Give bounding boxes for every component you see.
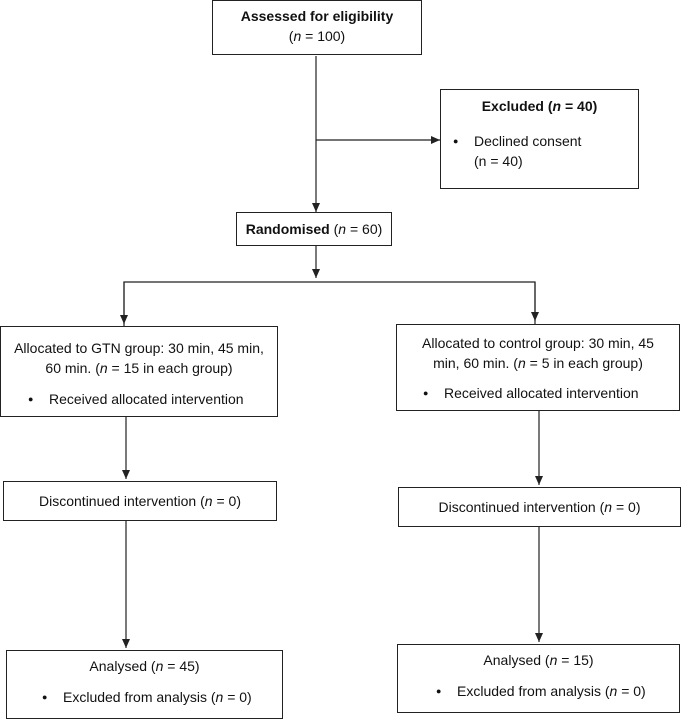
excluded-title: Excluded (n = 40) [481,98,598,114]
gtn-discontinued-label: Discontinued intervention (n = 0) [39,493,241,509]
randomised-box: Randomised (n = 60) [236,212,392,246]
control-excluded-from-analysis-bullet: Excluded from analysis (n = 0) [436,681,646,701]
gtn-allocation-line-1: Allocated to GTN group: 30 min, 45 min, [14,340,264,356]
assessed-title: Assessed for eligibility [240,8,394,24]
split-branch-line [123,281,536,326]
gtn-discontinued-box: Discontinued intervention (n = 0) [3,481,277,521]
control-analysed-label: Analysed (n = 15) [483,652,594,668]
excluded-box: Excluded (n = 40) Declined consent (n = … [440,89,639,189]
excluded-bullet: Declined consent (n = 40) [453,131,581,171]
gtn-analysed-label: Analysed (n = 45) [89,658,200,674]
control-received-bullet: Received allocated intervention [423,383,639,403]
control-allocation-box: Allocated to control group: 30 min, 45 m… [396,324,680,411]
gtn-allocation-box: Allocated to GTN group: 30 min, 45 min, … [0,326,278,417]
control-discontinued-label: Discontinued intervention (n = 0) [438,499,641,515]
control-allocation-line-1: Allocated to control group: 30 min, 45 [422,335,654,351]
control-discontinued-box: Discontinued intervention (n = 0) [398,487,681,527]
gtn-analysed-box: Analysed (n = 45) Excluded from analysis… [6,650,283,719]
control-analysed-box: Analysed (n = 15) Excluded from analysis… [397,644,680,713]
control-allocation-line-2: min, 60 min. (n = 5 in each group) [433,355,643,371]
assessed-box: Assessed for eligibility (n = 100) [212,0,422,55]
gtn-received-bullet: Received allocated intervention [28,389,244,409]
gtn-excluded-from-analysis-bullet: Excluded from analysis (n = 0) [42,687,252,707]
randomised-label: Randomised (n = 60) [245,221,383,237]
gtn-allocation-line-2: 60 min. (n = 15 in each group) [45,360,233,376]
assessed-count: (n = 100) [288,28,346,44]
